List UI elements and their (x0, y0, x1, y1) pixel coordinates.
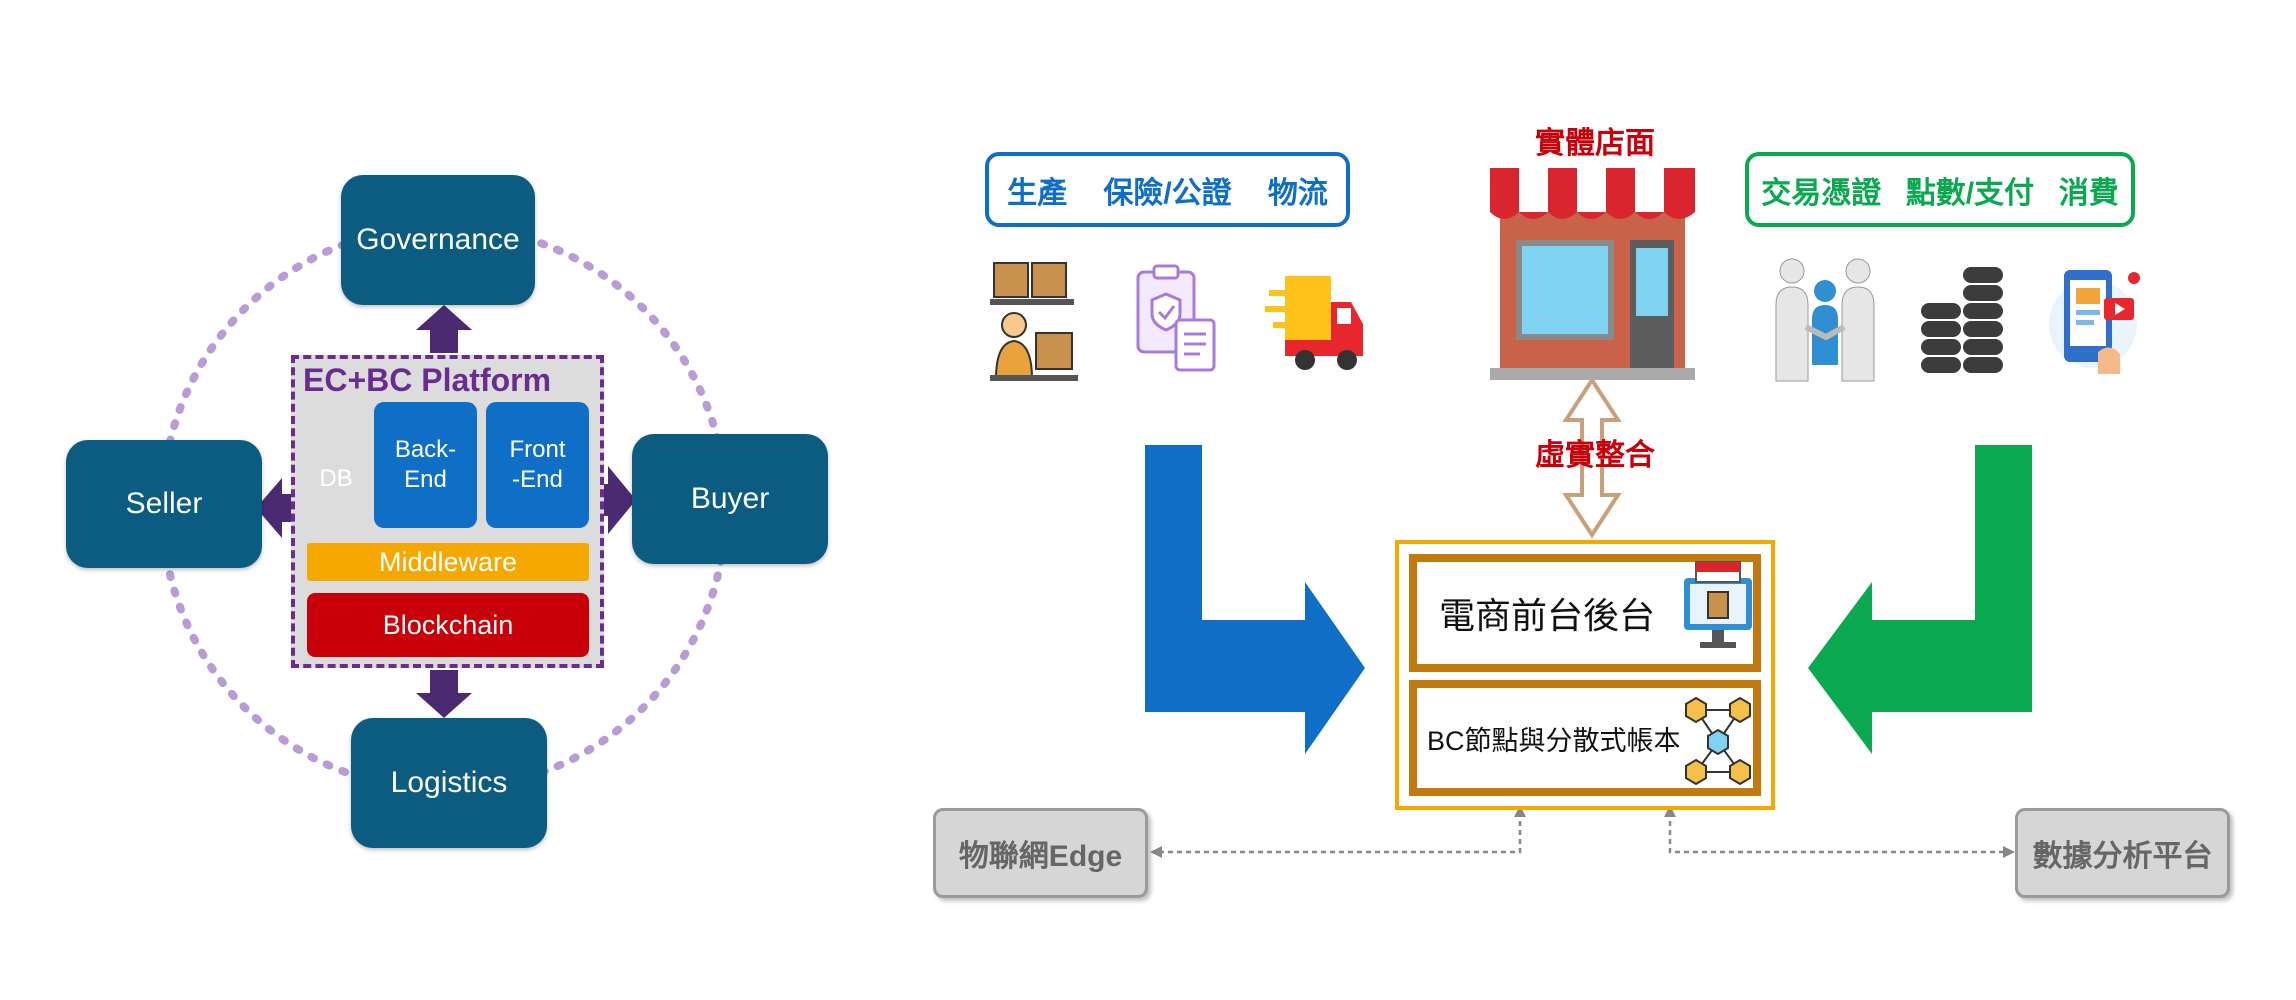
online-shop-monitor-icon (1684, 561, 1752, 648)
buyer-label: Buyer (690, 482, 770, 515)
arrow-left-to-seller (256, 478, 292, 538)
blockchain-label: Blockchain (382, 609, 514, 640)
consumer-item-receipt: 交易憑證 (1761, 176, 1882, 210)
delivery-truck-icon (1265, 276, 1363, 370)
mobile-shopping-icon (2049, 270, 2140, 374)
arrow-down-to-logistics (416, 670, 472, 718)
consumer-item-payment: 點數/支付 (1905, 176, 2035, 210)
consumer-item-consumption: 消費 (2058, 176, 2119, 210)
backend-label: Back- End (394, 436, 457, 493)
supply-item-production: 生產 (1007, 176, 1068, 210)
middleware-label: Middleware (378, 546, 518, 577)
platform-title: EC+BC Platform (303, 362, 552, 398)
data-analytics-label: 數據分析平台 (2032, 840, 2213, 873)
double-arrow-store-core (1562, 376, 1622, 539)
supply-group-box: 生產 保險/公證 物流 (985, 152, 1350, 227)
green-flow-arrow (1808, 445, 2032, 754)
frontend-label: Front -End (509, 436, 566, 493)
arrow-right-to-buyer (602, 466, 636, 534)
blockchain-bar: Blockchain (307, 593, 589, 657)
ec-frontend-backend-label: 電商前台後台 (1439, 595, 1656, 636)
iot-edge-box: 物聯網Edge (933, 808, 1148, 898)
supply-item-logistics: 物流 (1267, 176, 1328, 210)
edge-connector (1160, 812, 2005, 854)
logistics-label: Logistics (390, 766, 508, 799)
physical-store-title: 實體店面 (1535, 127, 1655, 160)
middleware-bar: Middleware (307, 543, 589, 581)
db-label: DB (319, 465, 353, 492)
logistics-node: Logistics (351, 718, 547, 848)
storefront-icon (1490, 168, 1695, 380)
virtual-physical-label: 虛實整合 (1535, 439, 1655, 472)
data-analytics-box: 數據分析平台 (2015, 808, 2230, 898)
buyer-node: Buyer (632, 434, 828, 564)
coin-stack-icon (1919, 265, 2005, 375)
supply-item-insurance: 保險/公證 (1103, 176, 1232, 210)
seller-node: Seller (66, 440, 262, 568)
blockchain-network-icon (1685, 696, 1751, 786)
governance-label: Governance (356, 223, 520, 256)
bc-node-ledger-label: BC節點與分散式帳本 (1427, 725, 1681, 756)
handshake-icon (1775, 258, 1875, 382)
warehouse-worker-icon (990, 262, 1078, 381)
iot-edge-label: 物聯網Edge (958, 840, 1123, 873)
backend-module: Back- End (374, 402, 477, 528)
blue-flow-arrow (1145, 445, 1365, 754)
frontend-module: Front -End (486, 402, 589, 528)
seller-label: Seller (125, 487, 203, 520)
connector-arrowheads (1150, 805, 2015, 858)
consumer-group-box: 交易憑證 點數/支付 消費 (1745, 152, 2135, 227)
governance-node: Governance (341, 175, 535, 305)
insurance-document-icon (1136, 264, 1216, 372)
arrow-up-to-governance (416, 305, 472, 353)
